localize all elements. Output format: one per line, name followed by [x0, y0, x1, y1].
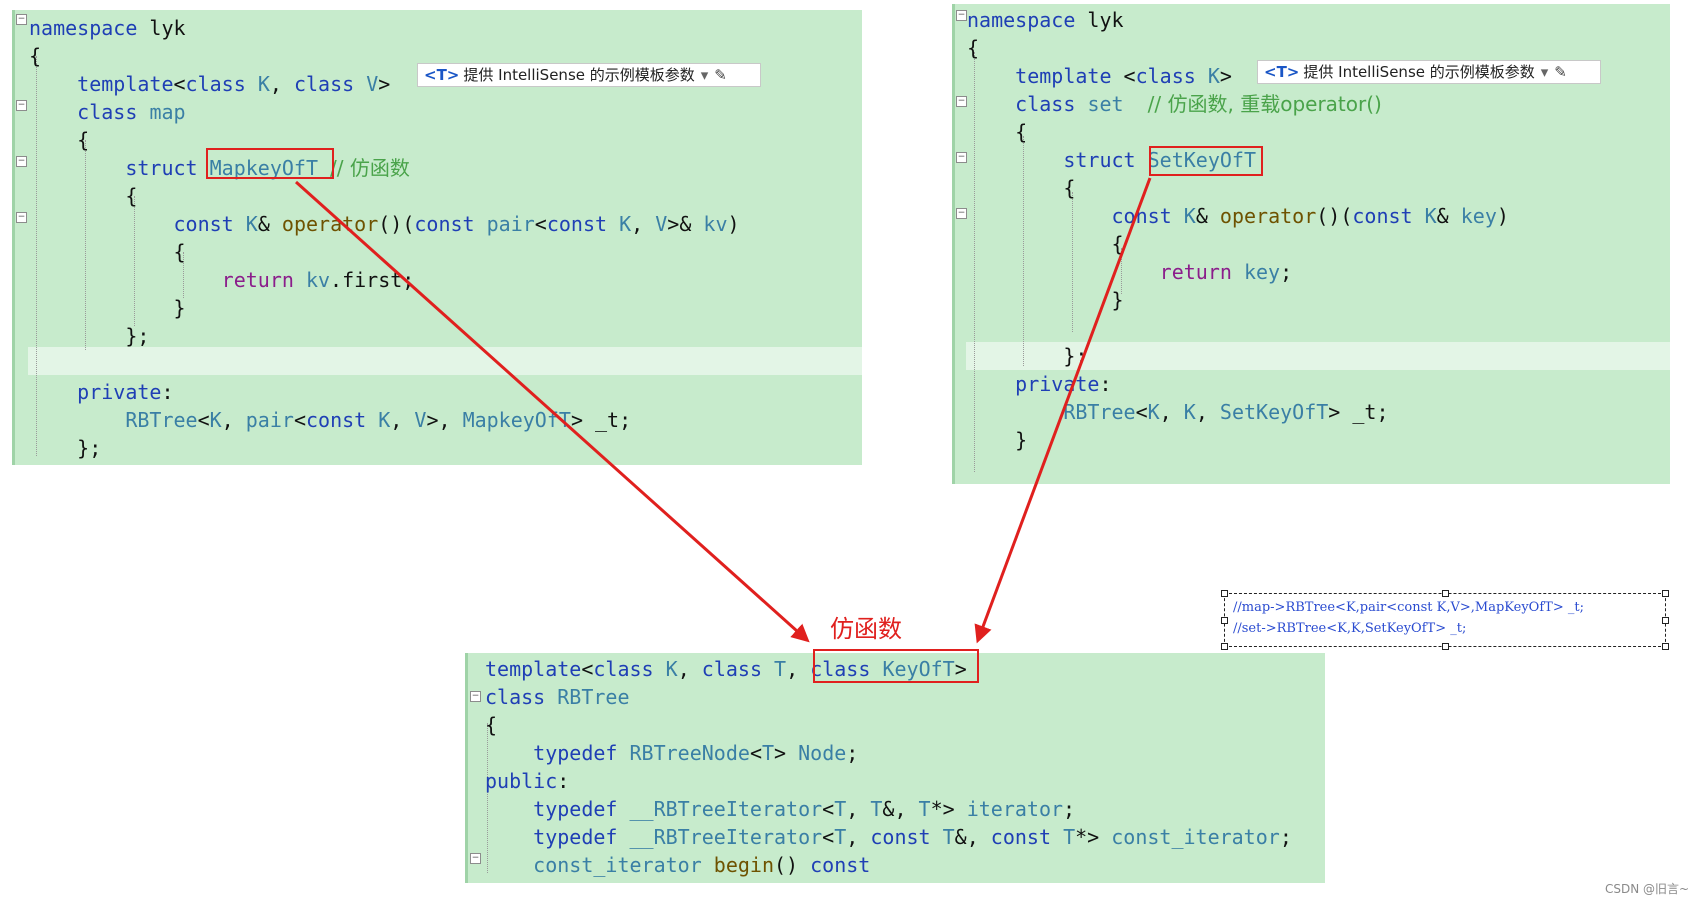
- highlight-keyoft-box: [813, 649, 979, 683]
- code-line[interactable]: typedef __RBTreeIterator<T, const T&, co…: [533, 825, 1292, 849]
- resize-handle[interactable]: [1662, 643, 1669, 650]
- fold-toggle-icon[interactable]: −: [16, 156, 27, 167]
- code-line[interactable]: {: [967, 232, 1124, 256]
- code-line[interactable]: private:: [77, 380, 174, 404]
- code-line[interactable]: typedef RBTreeNode<T> Node;: [533, 741, 859, 765]
- fold-toggle-icon[interactable]: −: [956, 208, 967, 219]
- hint-text: 提供 IntelliSense 的示例模板参数: [1303, 63, 1535, 81]
- code-line[interactable]: namespace lyk: [29, 14, 186, 42]
- current-line-highlight: [28, 347, 862, 375]
- code-line[interactable]: const_iterator begin() const: [533, 853, 871, 877]
- fold-toggle-icon[interactable]: −: [956, 152, 967, 163]
- highlight-setkeyoft-box: [1149, 146, 1263, 176]
- bottom-code-panel: − − template<class K, class T, class Key…: [465, 649, 1325, 883]
- highlight-mapkeyoft-box: [206, 148, 334, 179]
- indent-guide: [1121, 248, 1122, 294]
- indent-guide: [1072, 192, 1073, 332]
- code-line[interactable]: }: [967, 288, 1124, 312]
- code-line[interactable]: };: [29, 436, 102, 460]
- code-line[interactable]: {: [967, 36, 980, 60]
- hint-text: 提供 IntelliSense 的示例模板参数: [463, 66, 695, 84]
- intellisense-template-hint[interactable]: <T>提供 IntelliSense 的示例模板参数 ▾ ✎: [1257, 60, 1601, 84]
- code-line[interactable]: namespace lyk: [967, 8, 1124, 32]
- fold-toggle-icon[interactable]: −: [16, 14, 27, 25]
- intellisense-template-hint[interactable]: <T>提供 IntelliSense 的示例模板参数 ▾ ✎: [417, 63, 761, 87]
- resize-handle[interactable]: [1442, 590, 1449, 597]
- functor-annotation-label: 仿函数: [830, 615, 902, 643]
- namespace-keyword: namespace: [29, 16, 138, 40]
- code-line[interactable]: {: [967, 120, 1028, 144]
- code-line[interactable]: {: [967, 176, 1076, 200]
- right-code-panel: − − − − namespace lyk { template <class …: [952, 4, 1670, 484]
- fold-toggle-icon[interactable]: −: [16, 100, 27, 111]
- code-line[interactable]: const K& operator()(const K& key): [1111, 204, 1509, 228]
- right-gutter: [952, 4, 955, 484]
- bottom-gutter: [465, 653, 468, 883]
- code-line[interactable]: template<class K, class V>: [77, 72, 391, 96]
- code-line[interactable]: class set // 仿函数, 重载operator(): [1015, 92, 1382, 116]
- watermark: CSDN @旧言~: [1605, 882, 1690, 896]
- code-line[interactable]: }: [967, 428, 1028, 452]
- indent-guide: [974, 52, 975, 472]
- chevron-down-icon[interactable]: ▾: [1540, 63, 1549, 81]
- namespace-name: lyk: [149, 16, 186, 40]
- code-line[interactable]: {: [485, 713, 498, 737]
- code-line[interactable]: {: [29, 240, 186, 264]
- indent-guide: [36, 56, 37, 456]
- chevron-down-icon[interactable]: ▾: [700, 66, 709, 84]
- fold-toggle-icon[interactable]: −: [470, 691, 481, 702]
- code-line[interactable]: struct SetKeyOfT: [1063, 148, 1256, 172]
- left-code-panel: − − − − namespace lyk { template<class K…: [12, 10, 862, 465]
- code-line[interactable]: RBTree<K, K, SetKeyOfT> _t;: [1063, 400, 1389, 424]
- resize-handle[interactable]: [1221, 643, 1228, 650]
- code-line[interactable]: typedef __RBTreeIterator<T, T&, T*> iter…: [533, 797, 1076, 821]
- fold-toggle-icon[interactable]: −: [956, 96, 967, 107]
- pencil-icon[interactable]: ✎: [1554, 63, 1567, 81]
- fold-toggle-icon[interactable]: −: [956, 10, 967, 21]
- indent-guide: [487, 723, 488, 873]
- fold-toggle-icon[interactable]: −: [470, 853, 481, 864]
- resize-handle[interactable]: [1442, 643, 1449, 650]
- resize-handle[interactable]: [1221, 590, 1228, 597]
- indent-guide: [183, 252, 184, 298]
- code-line[interactable]: {: [29, 44, 42, 68]
- code-line[interactable]: class RBTree: [485, 685, 630, 709]
- code-line[interactable]: };: [29, 324, 150, 348]
- code-line[interactable]: {: [29, 184, 138, 208]
- comment-note-box[interactable]: //map->RBTree<K,pair<const K,V>,MapKeyOf…: [1221, 590, 1669, 650]
- code-line[interactable]: const K& operator()(const pair<const K, …: [173, 212, 740, 236]
- code-line[interactable]: {: [29, 128, 90, 152]
- resize-handle[interactable]: [1221, 617, 1228, 624]
- arrow-set-to-keyoft: [974, 177, 1152, 644]
- indent-guide: [85, 140, 86, 350]
- code-line[interactable]: return key;: [1159, 260, 1293, 284]
- template-badge: <T>: [424, 66, 460, 84]
- fold-toggle-icon[interactable]: −: [16, 212, 27, 223]
- code-line[interactable]: struct MapkeyOfT // 仿函数: [125, 156, 410, 180]
- code-line[interactable]: template <class K>: [1015, 64, 1232, 88]
- code-line[interactable]: }: [29, 296, 186, 320]
- note-line-map: //map->RBTree<K,pair<const K,V>,MapKeyOf…: [1233, 600, 1584, 615]
- left-gutter: [12, 10, 15, 465]
- resize-handle[interactable]: [1662, 617, 1669, 624]
- code-line[interactable]: return kv.first;: [221, 268, 415, 292]
- code-line[interactable]: template<class K, class T, class KeyOfT>: [485, 657, 967, 681]
- arrow-map-to-keyoft: [294, 180, 810, 643]
- pencil-icon[interactable]: ✎: [714, 66, 727, 84]
- template-badge: <T>: [1264, 63, 1300, 81]
- code-line[interactable]: private:: [1015, 372, 1112, 396]
- note-line-set: //set->RBTree<K,K,SetKeyOfT> _t;: [1233, 621, 1467, 636]
- resize-handle[interactable]: [1662, 590, 1669, 597]
- code-line[interactable]: public:: [485, 769, 570, 793]
- code-line[interactable]: class map: [77, 100, 186, 124]
- indent-guide: [134, 196, 135, 326]
- indent-guide: [1023, 136, 1024, 366]
